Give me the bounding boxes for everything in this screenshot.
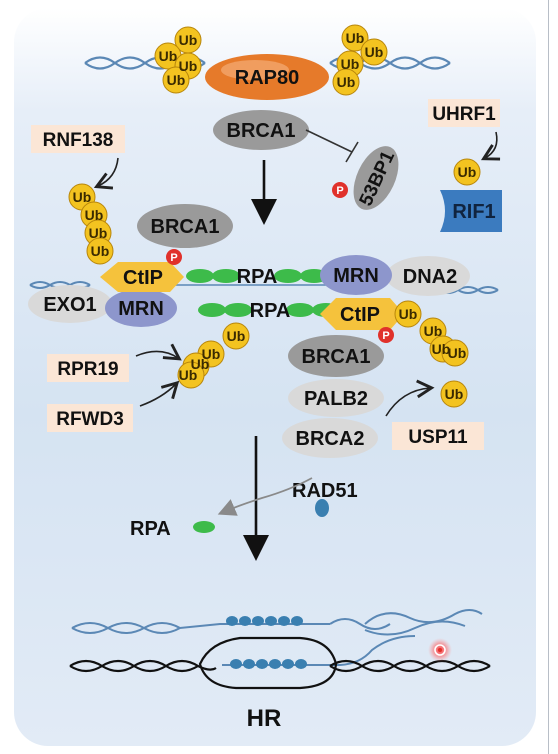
svg-text:Ub: Ub [432,341,451,357]
phospho-ctip-left: P [166,249,182,265]
mrn-right-oval: MRN [320,255,392,295]
svg-text:Ub: Ub [424,323,443,339]
hr-structure [69,609,491,690]
svg-text:Ub: Ub [89,225,108,241]
phospho-53bp1: P [332,182,348,198]
rif1-shape: RIF1 [440,190,502,232]
rpr19-tag: RPR19 [47,354,129,382]
ub-rif1: Ub [453,158,481,186]
rad51-dot [315,499,329,517]
ctip-right-label: CtIP [340,304,380,326]
rpa-free-dot [193,521,215,533]
brca1-mid-label: BRCA1 [151,216,220,238]
exo1-oval: EXO1 [28,285,112,323]
rfwd3-arrow [139,380,180,407]
ub-label: Ub [167,72,186,88]
brca2-oval: BRCA2 [282,418,378,458]
rpa-upper-label: RPA [237,266,278,288]
ctip-left-shape: CtIP [100,262,184,292]
rnf138-tag: RNF138 [31,125,125,153]
svg-text:Ub: Ub [227,328,246,344]
uhrf1-label: UHRF1 [432,104,496,125]
brca1-low-oval: BRCA1 [288,335,384,377]
ub-chain-ctip-right: Ub Ub Ub Ub [394,300,469,367]
rpa-release-arrow [217,477,313,516]
inhibition-brca1-53bp1 [305,129,359,163]
usp11-label: USP11 [408,427,468,448]
svg-text:Ub: Ub [458,164,477,180]
ub-label: Ub [346,30,365,46]
rad51-beads-loop [230,659,307,669]
rnf138-label: RNF138 [43,130,114,151]
ub-label: Ub [337,74,356,90]
rfwd3-tag: RFWD3 [47,404,133,432]
brca2-label: BRCA2 [296,428,365,450]
uhrf1-tag: UHRF1 [428,99,500,127]
mrn-left-oval: MRN [105,289,177,327]
svg-text:Ub: Ub [85,207,104,223]
rad51-beads-upper [226,616,303,626]
ub-label: Ub [159,48,178,64]
ub-chain-rpa: Ub Ub Ub Ub [177,322,250,389]
svg-text:Ub: Ub [448,345,467,361]
svg-text:Ub: Ub [445,386,464,402]
svg-text:Ub: Ub [191,356,210,372]
svg-text:Ub: Ub [73,189,92,205]
rpr19-arrow [135,343,182,361]
svg-text:Ub: Ub [202,346,221,362]
ctip-left-label: CtIP [123,267,163,289]
rap80-oval: RAP80 [205,54,329,100]
ub-chain-ctip-left: Ub Ub Ub Ub [68,183,114,265]
mrn-right-label: MRN [333,265,379,287]
palb2-oval: PALB2 [288,379,384,417]
exo1-label: EXO1 [43,294,96,316]
brca1-top-label: BRCA1 [227,120,296,142]
svg-text:Ub: Ub [91,243,110,259]
ub-chain-top-right: Ub Ub Ub Ub [332,24,388,96]
rad51-label: RAD51 [292,480,358,502]
rnf138-arrow [93,157,119,190]
mrn-left-label: MRN [118,298,164,320]
rfwd3-label: RFWD3 [56,409,124,430]
dna2-oval: DNA2 [386,256,470,296]
rpa-lower-label: RPA [250,300,291,322]
uhrf1-arrow [480,131,501,161]
ctip-right-shape: CtIP [320,298,404,330]
53bp1-oval: 53BP1 [353,146,399,210]
ub-usp11: Ub [440,380,468,408]
ub-label: Ub [179,58,198,74]
ub-label: Ub [179,32,198,48]
svg-text:Ub: Ub [399,306,418,322]
dna2-label: DNA2 [403,266,457,288]
frame-edge [548,0,549,754]
ub-label: Ub [365,44,384,60]
rap80-label: RAP80 [235,67,299,89]
brca1-low-label: BRCA1 [302,346,371,368]
brca1-mid-oval: BRCA1 [137,204,233,248]
rpa-free-label: RPA [130,518,171,540]
usp11-arrow [385,379,435,417]
lesion-marker [428,638,452,662]
ub-label: Ub [341,56,360,72]
phospho-ctip-right: P [378,327,394,343]
svg-text:P: P [170,252,177,264]
svg-text:P: P [336,185,343,197]
svg-text:Ub: Ub [179,367,198,383]
rpr19-label: RPR19 [57,359,118,380]
hr-outcome-label: HR [247,705,282,732]
brca1-top-oval: BRCA1 [213,110,309,150]
rif1-label: RIF1 [452,201,495,223]
rpa-upper-row [186,269,328,283]
usp11-tag: USP11 [392,422,484,450]
ub-chain-top-left: Ub Ub Ub Ub [154,26,202,94]
svg-text:P: P [382,330,389,342]
palb2-label: PALB2 [304,388,368,410]
